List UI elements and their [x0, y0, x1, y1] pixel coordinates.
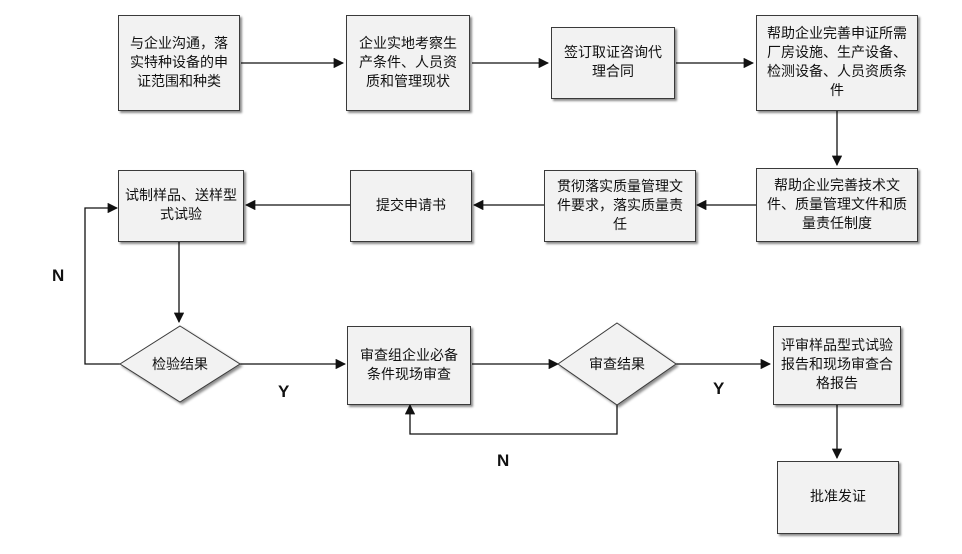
step-implement-quality: 贯彻落实质量管理文件要求，落实质量责任 — [544, 170, 696, 242]
step-improve-documents: 帮助企业完善技术文件、质量管理文件和质量责任制度 — [756, 168, 918, 242]
decision-diamond-1 — [119, 325, 241, 403]
edge-label-n-review: N — [497, 451, 510, 470]
decision-inspection-result-label: 检验结果 — [152, 357, 208, 373]
arrow-d1-n8-loop — [84, 202, 120, 365]
step-sign-contract: 签订取证咨询代理合同 — [551, 27, 675, 99]
edge-label-n-left: N — [52, 266, 65, 285]
step-approve-certificate-text: 批准发证 — [810, 489, 866, 505]
step-trial-sample: 试制样品、送样型式试验 — [118, 170, 244, 242]
step-improve-documents-text: 帮助企业完善技术文件、质量管理文件和质量责任制度 — [767, 177, 907, 232]
arrow-d2-n9-loop — [404, 403, 618, 435]
step-implement-quality-text: 贯彻落实质量管理文件要求，落实质量责任 — [557, 178, 683, 233]
step-improve-facilities: 帮助企业完善申证所需厂房设施、生产设备、检测设备、人员资质条件 — [756, 15, 918, 111]
step-evaluate-reports: 评审样品型式试验报告和现场审查合格报告 — [773, 326, 901, 405]
step-onsite-review-text: 审查组企业必备条件现场审查 — [360, 347, 458, 383]
step-approve-certificate: 批准发证 — [777, 461, 899, 534]
step-communicate-scope-text: 与企业沟通，落实特种设备的申证范围和种类 — [130, 35, 228, 90]
step-site-inspection: 企业实地考察生产条件、人员资质和管理现状 — [346, 15, 470, 111]
decision-diamond-2 — [557, 322, 677, 406]
step-submit-application: 提交申请书 — [350, 170, 472, 242]
step-submit-application-text: 提交申请书 — [376, 197, 446, 214]
step-communicate-scope: 与企业沟通，落实特种设备的申证范围和种类 — [118, 15, 240, 111]
step-evaluate-reports-text: 评审样品型式试验报告和现场审查合格报告 — [781, 338, 893, 392]
step-trial-sample-text: 试制样品、送样型式试验 — [125, 188, 237, 223]
step-improve-facilities-text: 帮助企业完善申证所需厂房设施、生产设备、检测设备、人员资质条件 — [767, 26, 907, 99]
decision-review-result-label: 审查结果 — [589, 357, 645, 373]
edge-label-y-review: Y — [713, 379, 725, 398]
step-sign-contract-text: 签订取证咨询代理合同 — [564, 45, 662, 80]
step-site-inspection-text: 企业实地考察生产条件、人员资质和管理现状 — [359, 35, 457, 90]
step-onsite-review: 审查组企业必备条件现场审查 — [347, 326, 471, 405]
edge-label-y-inspection: Y — [278, 382, 290, 401]
